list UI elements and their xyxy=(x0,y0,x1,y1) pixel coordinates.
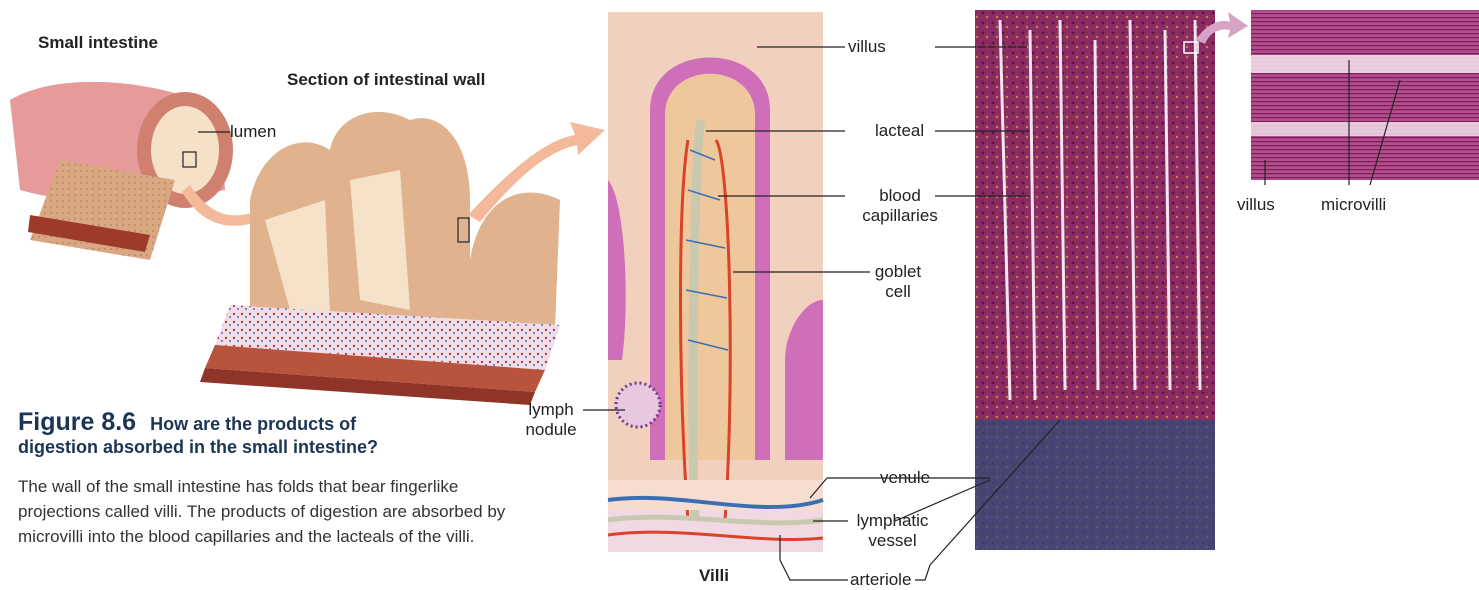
label-arteriole: arteriole xyxy=(850,570,911,590)
label-microvilli: microvilli xyxy=(1321,195,1386,215)
small-intestine-title: Small intestine xyxy=(38,33,158,53)
label-goblet-cell-line1: goblet xyxy=(875,262,921,281)
label-goblet-cell: goblet cell xyxy=(868,262,928,302)
microvilli-gap-1 xyxy=(1251,55,1479,73)
figure-question-line2: digestion absorbed in the small intestin… xyxy=(18,437,378,457)
label-lymph-nodule-line2: nodule xyxy=(525,420,576,439)
figure-heading: Figure 8.6 How are the products of digest… xyxy=(18,408,488,458)
label-lymph-nodule: lymph nodule xyxy=(520,400,582,440)
label-lacteal: lacteal xyxy=(875,121,924,141)
label-blood-capillaries-line1: blood xyxy=(879,186,921,205)
figure-question-line1: How are the products of xyxy=(150,414,356,434)
microvilli-micrograph xyxy=(1251,10,1479,180)
label-goblet-cell-line2: cell xyxy=(885,282,911,301)
villi-title: Villi xyxy=(699,566,729,586)
label-lymphatic-vessel-line2: vessel xyxy=(868,531,916,550)
section-title: Section of intestinal wall xyxy=(287,70,485,90)
label-blood-capillaries: blood capillaries xyxy=(850,186,950,226)
label-lumen: lumen xyxy=(230,122,276,142)
figure-number: Figure 8.6 xyxy=(18,408,136,436)
microvilli-bg xyxy=(1251,10,1479,180)
villi-micrograph xyxy=(975,10,1215,550)
label-blood-capillaries-line2: capillaries xyxy=(862,206,938,225)
label-lymphatic-vessel-line1: lymphatic xyxy=(857,511,929,530)
label-villus-micro: villus xyxy=(1237,195,1275,215)
villus-core xyxy=(665,74,755,460)
lymph-nodule-shape xyxy=(616,383,660,427)
label-villus: villus xyxy=(848,37,886,57)
figure-caption: The wall of the small intestine has fold… xyxy=(18,474,508,549)
label-venule: venule xyxy=(880,468,930,488)
label-lymph-nodule-line1: lymph xyxy=(528,400,573,419)
villi-detail-panel xyxy=(608,12,823,552)
intestinal-wall-section xyxy=(200,112,560,405)
small-intestine-illustration xyxy=(10,82,233,260)
micrograph-submucosa xyxy=(975,420,1215,550)
microvilli-gap-2 xyxy=(1251,122,1479,136)
label-lymphatic-vessel: lymphatic vessel xyxy=(845,511,940,551)
